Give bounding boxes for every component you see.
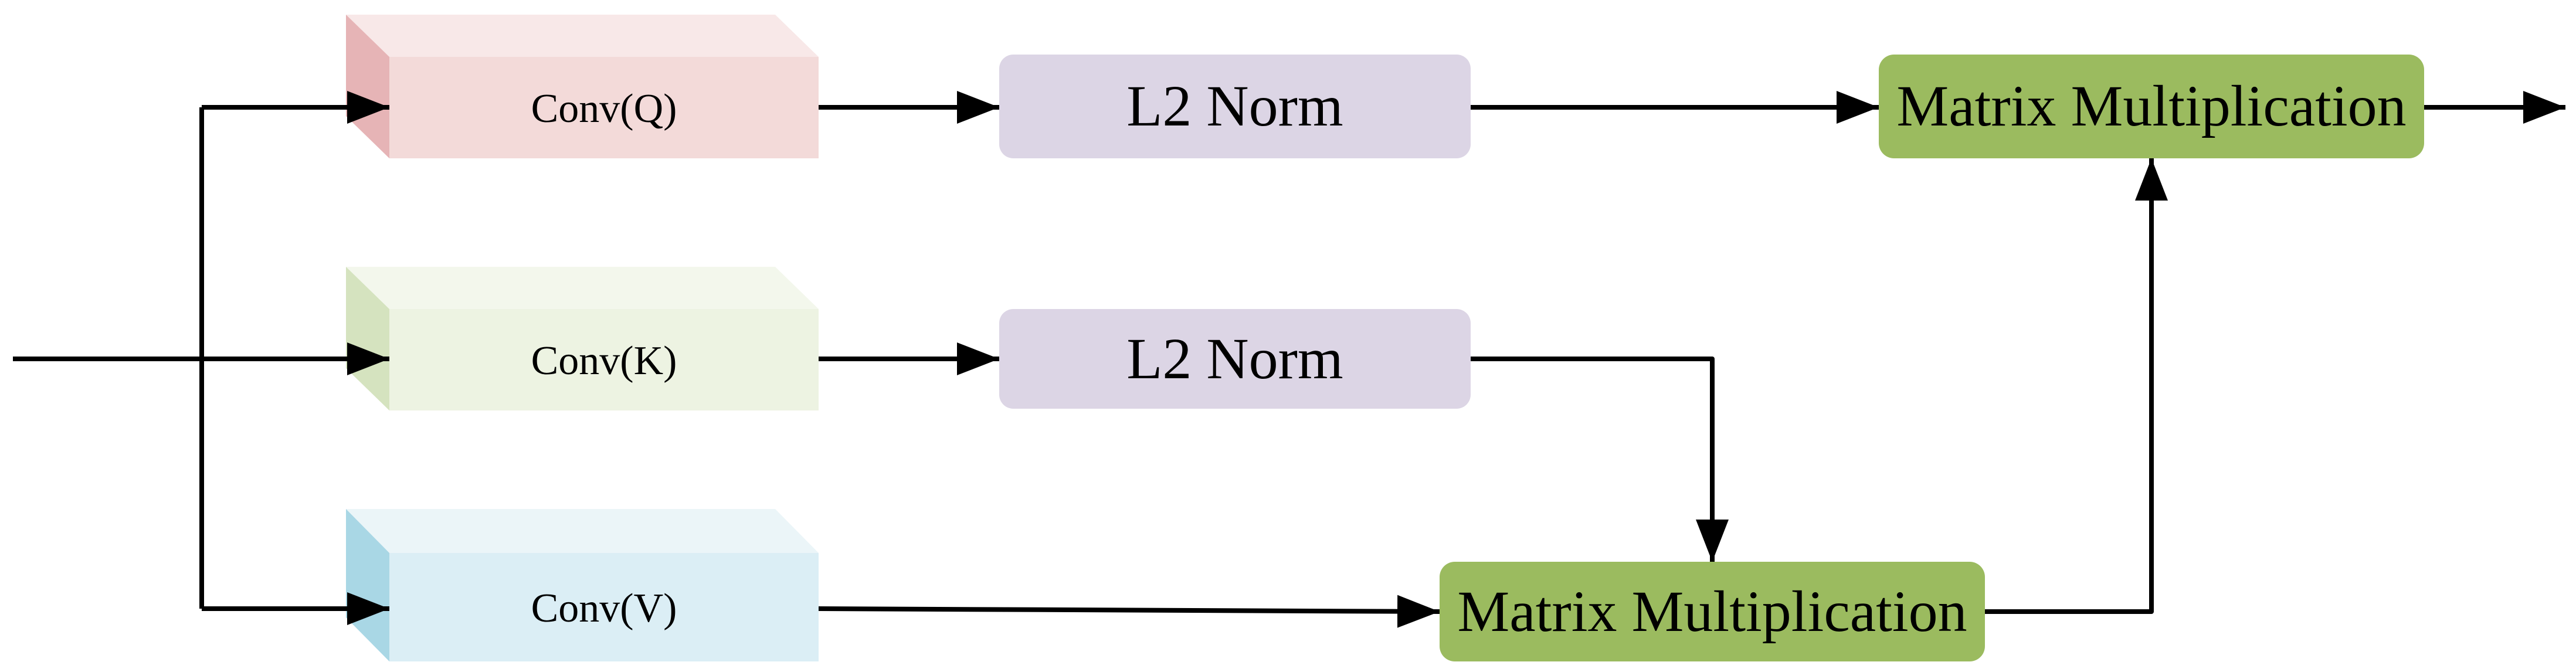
matmul-top-rect	[1879, 55, 2424, 158]
arrow-norm-k-to-matmul	[1471, 357, 1729, 562]
connectors	[13, 91, 2565, 628]
matmul-top-label: Matrix Multiplication	[1896, 73, 2406, 138]
conv-k-label: Conv(K)	[531, 338, 677, 383]
l2-norm-q-box: L2 Norm	[999, 55, 1471, 158]
l2-norm-k-label: L2 Norm	[1126, 326, 1343, 391]
conv-q-block: Conv(Q)	[346, 15, 819, 158]
matmul-bottom-label: Matrix Multiplication	[1457, 579, 1967, 644]
conv-q-top-face	[346, 15, 819, 57]
l2-norm-k-box: L2 Norm	[999, 309, 1471, 409]
arrow-matmul-bottom-to-top	[1985, 158, 2168, 614]
l2-norm-q-label: L2 Norm	[1126, 73, 1343, 138]
conv-q-front-face	[389, 57, 819, 158]
conv-k-front-face	[389, 309, 819, 410]
conv-v-block: Conv(V)	[346, 509, 819, 661]
conv-k-block: Conv(K)	[346, 267, 819, 410]
matmul-bottom-box: Matrix Multiplication	[1440, 562, 1985, 661]
l2-norm-k-rect	[999, 309, 1471, 409]
conv-v-front-face	[389, 553, 819, 661]
conv-k-top-face	[346, 267, 819, 309]
matmul-bottom-rect	[1440, 562, 1985, 661]
arrow-conv-v-to-matmul	[818, 595, 1440, 628]
conv-q-label: Conv(Q)	[531, 86, 677, 131]
l2-norm-q-rect	[999, 55, 1471, 158]
conv-v-top-face	[346, 509, 819, 553]
matmul-top-box: Matrix Multiplication	[1879, 55, 2424, 158]
conv-v-label: Conv(V)	[531, 586, 677, 631]
